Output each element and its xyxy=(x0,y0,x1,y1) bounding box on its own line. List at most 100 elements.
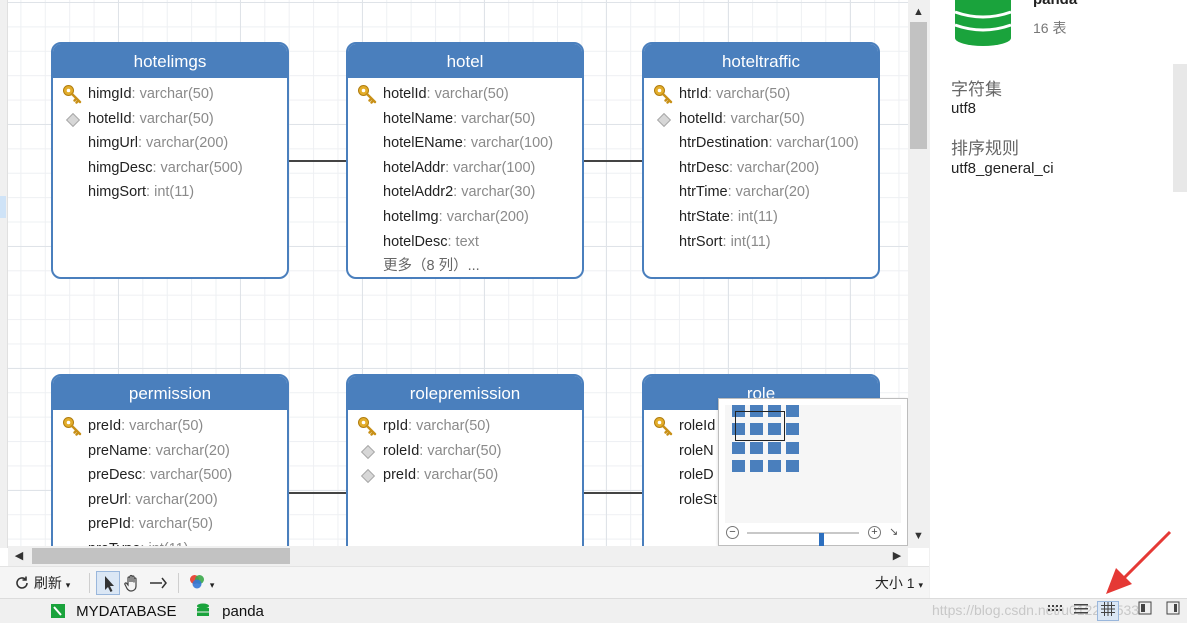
table-count: 16 表 xyxy=(1033,20,1067,36)
field-row[interactable]: himgDesc: varchar(500) xyxy=(53,156,287,181)
info-panel-button[interactable] xyxy=(1162,601,1184,621)
field-row[interactable]: rpId: varchar(50) xyxy=(348,414,582,439)
horizontal-scroll-thumb[interactable] xyxy=(32,548,290,564)
field-row[interactable]: roleN xyxy=(644,439,878,464)
field-row[interactable]: roleSt xyxy=(644,488,878,513)
field-row[interactable]: himgId: varchar(50) xyxy=(53,82,287,107)
link-tool-button[interactable] xyxy=(148,573,170,593)
diagram-toolbar: 刷新 ▾ ▾ 大小 1 ▾ xyxy=(0,566,929,598)
color-icon xyxy=(190,575,204,589)
relation-line[interactable] xyxy=(289,492,347,494)
zoom-slider-thumb[interactable] xyxy=(819,533,824,546)
field-separator: : xyxy=(419,442,428,459)
zoom-out-button[interactable]: − xyxy=(726,526,739,539)
field-row[interactable]: hotelAddr: varchar(100) xyxy=(348,156,582,181)
field-row[interactable]: htrState: int(11) xyxy=(644,205,878,230)
field-row[interactable]: roleD xyxy=(644,463,878,488)
zoom-size-dropdown[interactable]: 大小 1 ▾ xyxy=(875,573,923,593)
horizontal-scrollbar[interactable]: ◀ ▶ xyxy=(8,546,908,566)
field-row[interactable]: hotelEName: varchar(100) xyxy=(348,131,582,156)
resize-icon[interactable]: ↘ xyxy=(889,526,899,538)
minimap-panel[interactable]: − + ↘ xyxy=(718,398,908,546)
color-tool-button[interactable]: ▾ xyxy=(188,573,222,593)
minimap-table xyxy=(768,460,781,472)
minimap-zoom-bar: − + ↘ xyxy=(725,525,903,546)
field-row[interactable]: prePId: varchar(50) xyxy=(53,512,287,537)
field-row[interactable]: hotelDesc: text xyxy=(348,230,582,255)
field-type: varchar(200) xyxy=(737,159,820,176)
field-row[interactable]: hotelId: varchar(50) xyxy=(644,107,878,132)
minimap-table xyxy=(732,442,745,454)
scroll-up-icon[interactable]: ▲ xyxy=(913,6,924,18)
table-card-hoteltraffic[interactable]: hoteltraffic htrId: varchar(50)hotelId: v… xyxy=(642,42,880,279)
refresh-button[interactable]: 刷新 ▾ xyxy=(14,573,70,593)
field-name: himgSort xyxy=(88,184,147,201)
relation-line[interactable] xyxy=(584,492,643,494)
connection-indicator[interactable]: MYDATABASE xyxy=(50,602,176,622)
field-separator: : xyxy=(147,442,156,459)
field-separator: : xyxy=(152,159,161,176)
field-row[interactable]: htrSort: int(11) xyxy=(644,230,878,255)
table-title: hoteltraffic xyxy=(644,44,878,78)
select-tool-button[interactable] xyxy=(96,571,120,595)
zoom-in-button[interactable]: + xyxy=(868,526,881,539)
field-name: preName xyxy=(88,442,148,459)
field-name: himgUrl xyxy=(88,135,138,152)
field-row[interactable]: hotelImg: varchar(200) xyxy=(348,205,582,230)
minimap-overview[interactable] xyxy=(725,405,901,523)
field-row[interactable]: himgSort: int(11) xyxy=(53,180,287,205)
side-panel-button[interactable] xyxy=(1134,601,1156,621)
field-separator: : xyxy=(453,184,462,201)
relation-line[interactable] xyxy=(289,160,347,162)
field-row[interactable]: himgUrl: varchar(200) xyxy=(53,131,287,156)
field-name: roleId xyxy=(679,418,716,434)
field-row[interactable]: preUrl: varchar(200) xyxy=(53,488,287,513)
vertical-scroll-thumb[interactable] xyxy=(910,22,927,149)
database-indicator[interactable]: panda xyxy=(196,602,264,622)
field-row[interactable]: preId: varchar(50) xyxy=(53,414,287,439)
field-row[interactable]: htrTime: varchar(20) xyxy=(644,180,878,205)
field-row[interactable]: roleId xyxy=(644,414,878,439)
scroll-right-icon[interactable]: ▶ xyxy=(892,550,902,562)
field-type: varchar(500) xyxy=(160,159,243,176)
table-card-hotel[interactable]: hotel hotelId: varchar(50)hotelName: varc… xyxy=(346,42,584,279)
field-row[interactable]: preDesc: varchar(500) xyxy=(53,463,287,488)
field-separator: : xyxy=(722,233,731,250)
field-row[interactable]: roleId: varchar(50) xyxy=(348,439,582,464)
field-separator: : xyxy=(140,541,148,548)
er-diagram-view-button[interactable] xyxy=(1097,601,1119,621)
field-row[interactable]: preType: int(11) xyxy=(53,537,287,548)
field-separator: : xyxy=(768,135,777,152)
detail-view-button[interactable] xyxy=(1070,601,1092,621)
more-columns-link[interactable]: 更多（8 列）... xyxy=(383,258,480,275)
field-row[interactable]: preName: varchar(20) xyxy=(53,439,287,464)
field-separator: : xyxy=(727,184,736,201)
info-panel-scrollbar[interactable] xyxy=(1173,64,1187,192)
scroll-left-icon[interactable]: ◀ xyxy=(14,550,24,562)
field-row[interactable]: htrId: varchar(50) xyxy=(644,82,878,107)
scroll-down-icon[interactable]: ▼ xyxy=(913,530,924,542)
field-row[interactable]: htrDestination: varchar(100) xyxy=(644,131,878,156)
collation-label: 排序规则 xyxy=(951,139,1019,158)
field-row[interactable]: hotelId: varchar(50) xyxy=(348,82,582,107)
relation-line[interactable] xyxy=(584,160,643,162)
vertical-scrollbar[interactable]: ▲ ▼ xyxy=(908,0,929,548)
field-name: preType xyxy=(88,541,140,548)
field-row[interactable]: hotelName: varchar(50) xyxy=(348,107,582,132)
field-separator: : xyxy=(137,135,147,152)
zoom-slider[interactable] xyxy=(747,532,859,546)
field-row[interactable]: htrDesc: varchar(200) xyxy=(644,156,878,181)
field-name: preId xyxy=(88,418,122,434)
field-row[interactable]: hotelAddr2: varchar(30) xyxy=(348,180,582,205)
list-view-button[interactable] xyxy=(1044,601,1066,621)
minimap-viewport[interactable] xyxy=(735,411,785,441)
pan-tool-button[interactable] xyxy=(122,573,144,593)
table-title: hotel xyxy=(348,44,582,78)
field-row[interactable]: hotelId: varchar(50) xyxy=(53,107,287,132)
hand-icon xyxy=(124,574,137,592)
field-row[interactable]: preId: varchar(50) xyxy=(348,463,582,488)
